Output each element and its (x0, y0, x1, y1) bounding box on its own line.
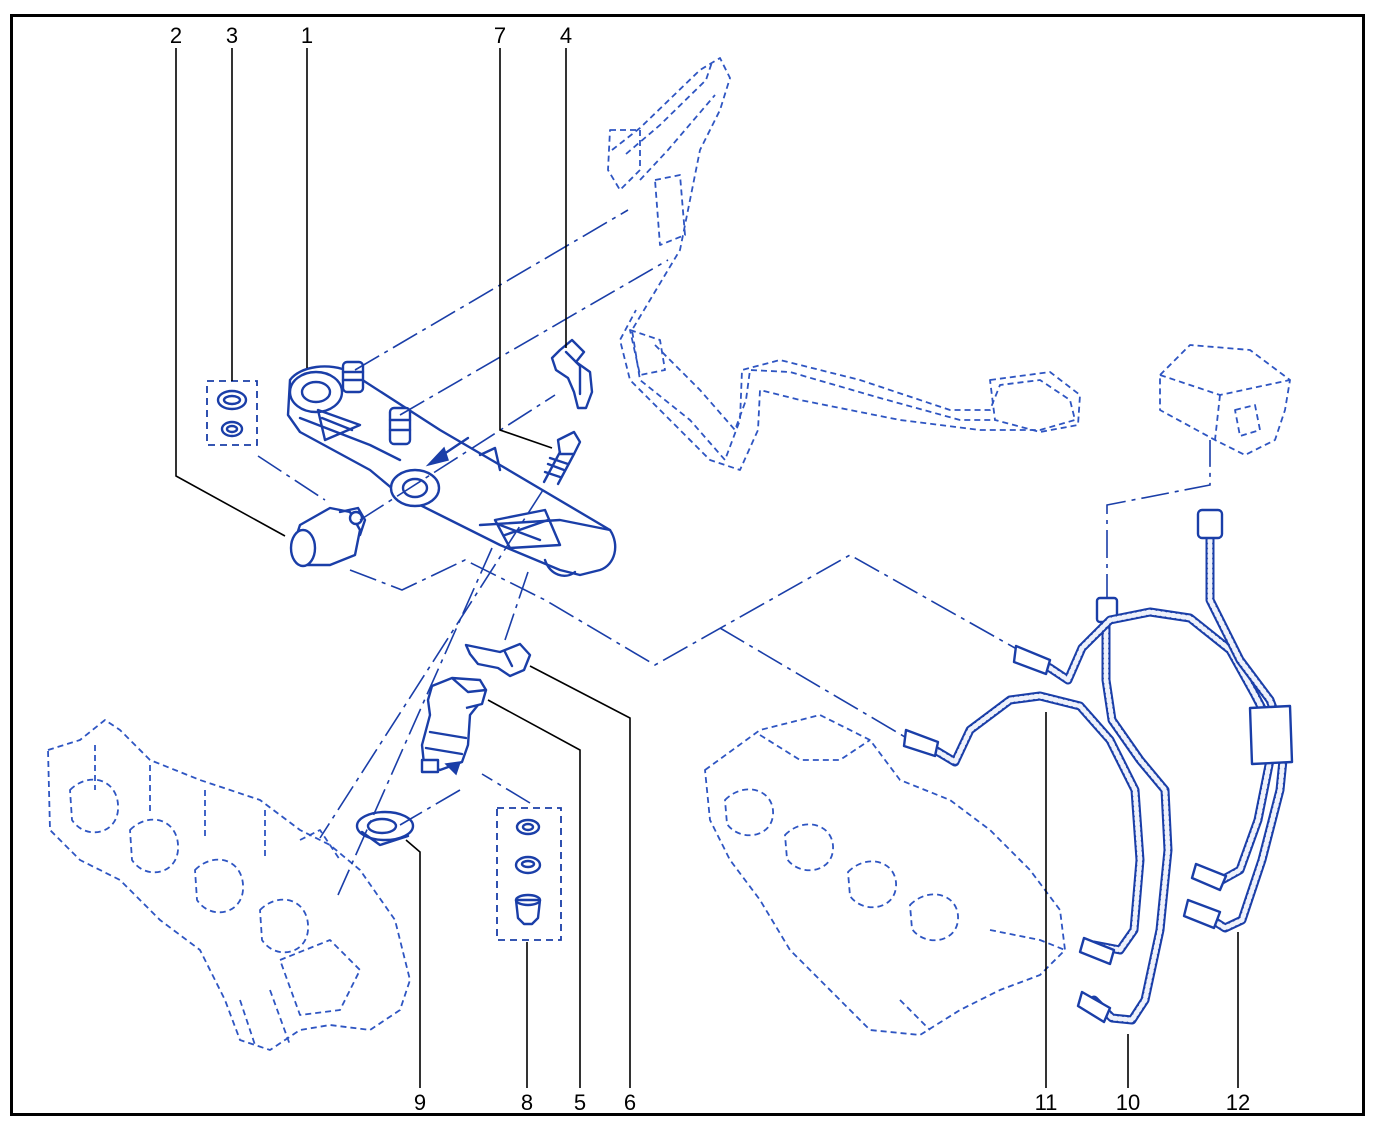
injector-clip (464, 642, 532, 678)
callout-2: 2 (170, 23, 182, 48)
assembly-lines (257, 209, 1211, 896)
right-intake-manifold-outline (704, 714, 1066, 1036)
flow-arrow-icon (425, 436, 470, 467)
leader-lines (175, 48, 1239, 1088)
callout-7: 7 (494, 23, 506, 48)
callout-1: 1 (301, 23, 313, 48)
retaining-clip (550, 338, 594, 410)
left-intake-manifold-outline (47, 719, 411, 1051)
rail-bolt (542, 430, 582, 486)
wiring-harness-outline (607, 57, 1081, 471)
callout-9: 9 (414, 1090, 426, 1115)
callout-4: 4 (560, 23, 572, 48)
o-ring-kit-box (206, 380, 258, 446)
fuel-rail (286, 360, 617, 577)
vacuum-hose-10 (1076, 596, 1173, 1025)
callout-12: 12 (1226, 1090, 1250, 1115)
fuel-injector (420, 676, 488, 774)
vacuum-hose-11 (902, 691, 1145, 966)
callout-11: 11 (1035, 1090, 1058, 1115)
callout-6: 6 (624, 1090, 636, 1115)
vacuum-hose-12 (1012, 508, 1294, 933)
seal-kit-box (496, 807, 562, 941)
injector-arrow-icon (444, 761, 462, 776)
ecu-box-outline (1159, 344, 1291, 456)
callout-3: 3 (226, 23, 238, 48)
pressure-regulator (289, 506, 367, 568)
callout-labels: 1 2 3 4 5 6 7 8 9 10 11 12 (170, 23, 1250, 1115)
callout-10: 10 (1116, 1090, 1140, 1115)
callout-5: 5 (574, 1090, 586, 1115)
diagram-frame (10, 14, 1365, 1116)
callout-8: 8 (521, 1090, 533, 1115)
injector-seal (355, 810, 415, 847)
